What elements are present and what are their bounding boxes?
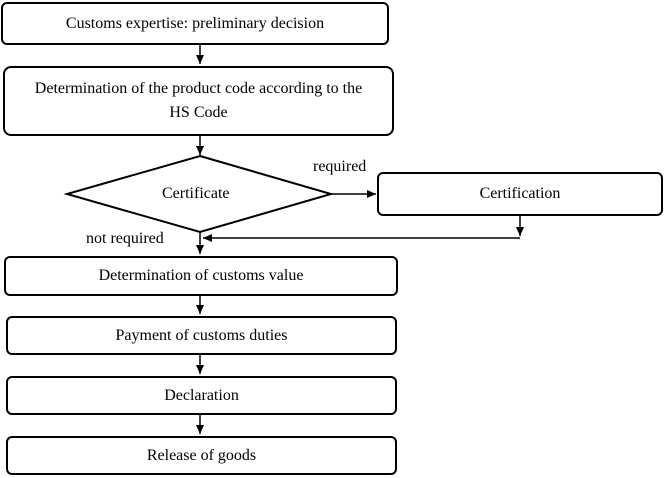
step-product-code-label: Determination of the product code accord… <box>34 80 363 121</box>
step-customs-value-label: Determination of customs value <box>98 267 304 284</box>
step-declaration-label: Declaration <box>164 386 239 404</box>
step-product-code: Determination of the product code accord… <box>3 66 394 136</box>
step-payment-of-duties-label: Payment of customs duties <box>115 326 288 344</box>
step-release-of-goods-label: Release of goods <box>146 446 257 464</box>
step-customs-value: Determination of customs value <box>4 256 398 296</box>
step-certification-label: Certification <box>479 185 561 202</box>
step-declaration: Declaration <box>6 376 397 415</box>
step-payment-of-duties: Payment of customs duties <box>6 316 397 355</box>
step-preliminary-decision: Customs expertise: preliminary decision <box>1 2 389 45</box>
label-required: required <box>313 158 367 175</box>
certificate-decision-label: Certificate <box>162 185 230 202</box>
label-not-required: not required <box>86 230 164 247</box>
step-certification: Certification <box>377 172 663 216</box>
step-preliminary-decision-label: Customs expertise: preliminary decision <box>65 14 325 32</box>
step-release-of-goods: Release of goods <box>6 436 397 475</box>
